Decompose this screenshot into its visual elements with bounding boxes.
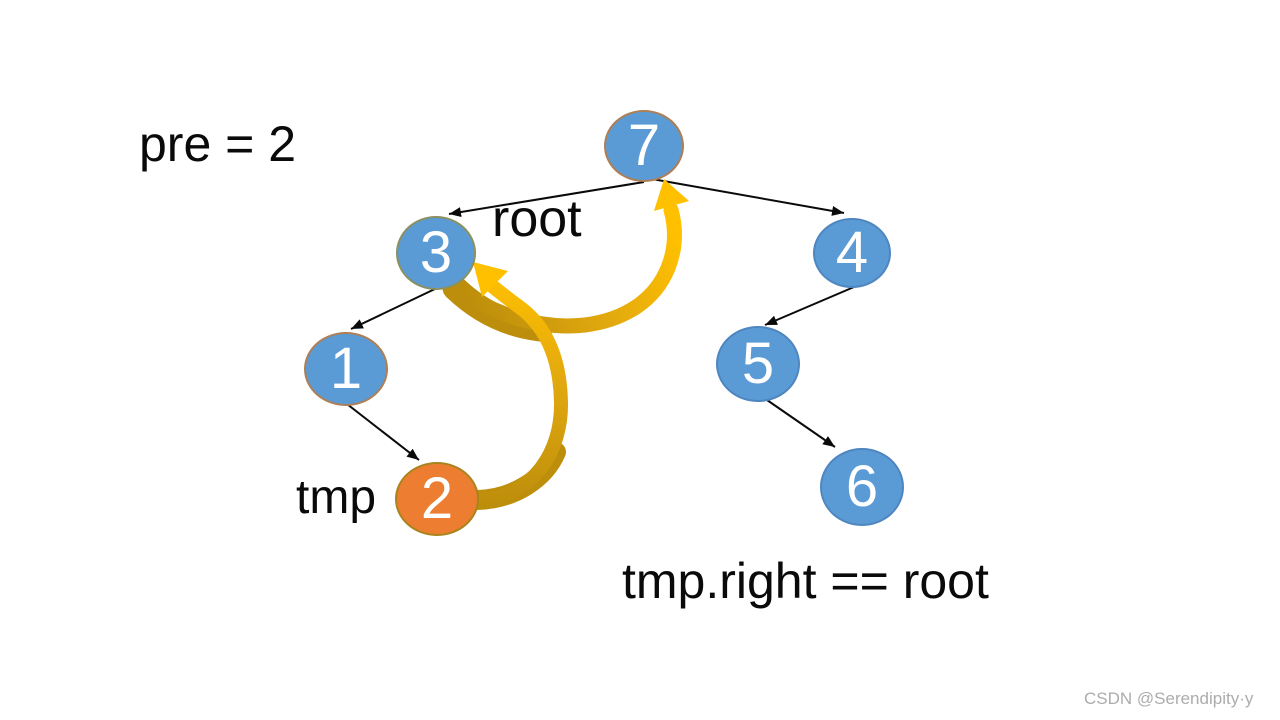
label-pre-assignment: pre = 2 [139,116,297,172]
tree-edge-1-2 [346,403,420,461]
tree-edge-5-6 [766,399,836,448]
curved-arrow-root-to-node7-icon [442,179,689,342]
tree-edge-7-3 [448,181,645,217]
tree-edge-3-1 [350,287,438,330]
label-root-pointer: root [492,190,582,248]
tree-edge-4-5 [764,286,855,326]
tree-edges [346,178,855,461]
watermark: CSDN @Serendipity·y [1084,689,1254,708]
tree-edge-7-4 [651,178,845,216]
label-condition: tmp.right == root [622,553,989,609]
curved-arrow-tmp-to-root-icon [467,262,569,510]
label-tmp-pointer: tmp [296,471,377,524]
